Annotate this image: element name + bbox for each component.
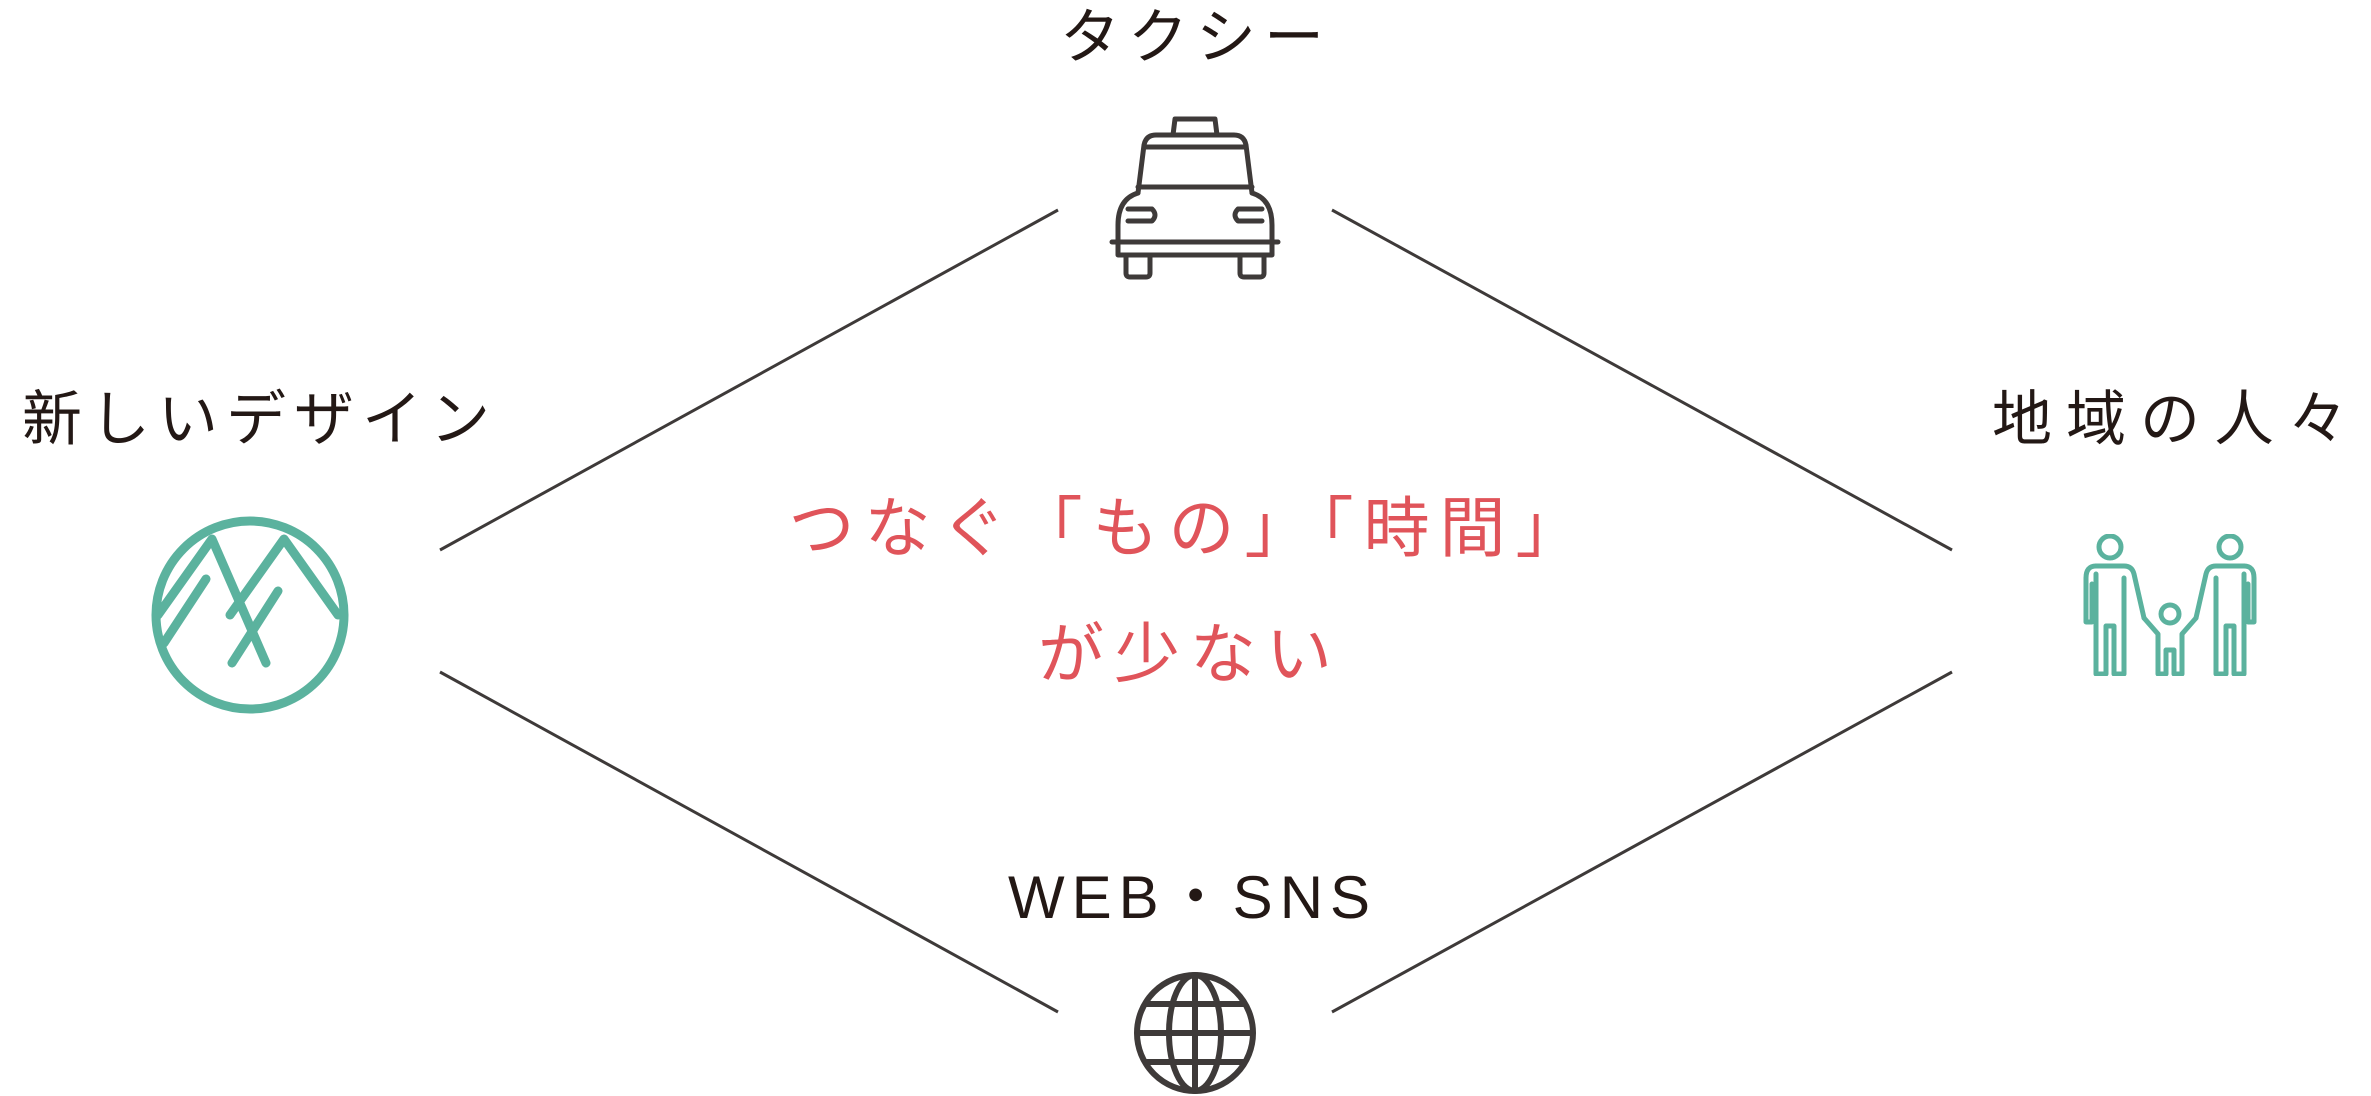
line-bottom-left xyxy=(439,670,1059,1014)
line-top-right xyxy=(1331,208,1953,552)
mountain-logo-icon xyxy=(151,516,349,714)
local-people-label: 地域の人々 xyxy=(1992,385,2362,455)
family-icon xyxy=(2083,534,2257,676)
taxi-label: タクシー xyxy=(1060,3,1332,73)
taxi-icon xyxy=(1109,116,1281,280)
center-message-line2: が少ない xyxy=(1038,616,1342,693)
globe-icon xyxy=(1134,972,1256,1094)
line-bottom-right xyxy=(1331,670,1953,1014)
web-sns-label: WEB・SNS xyxy=(1008,864,1378,931)
new-design-label: 新しいデザイン xyxy=(22,385,498,455)
line-top-left xyxy=(439,208,1059,552)
center-message-line1: つなぐ「もの」「時間」 xyxy=(788,490,1592,567)
